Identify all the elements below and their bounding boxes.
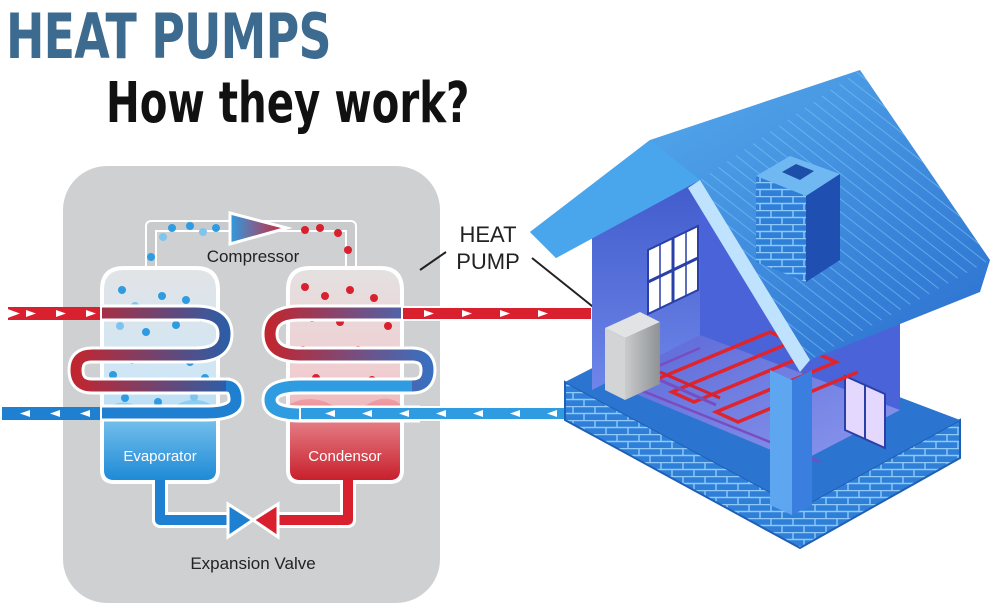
expansion-valve-icon <box>226 501 256 540</box>
supply-flow-arrows <box>424 310 548 317</box>
page-subtitle: How they work? <box>106 71 470 136</box>
heat-pump-label-line2: PUMP <box>456 249 520 274</box>
compressor-label: Compressor <box>207 247 300 266</box>
panel-callout-line <box>419 251 447 271</box>
condensor-return-coil <box>264 380 420 420</box>
evaporator-label: Evaporator <box>123 448 196 465</box>
liquid-line-cold <box>155 480 238 525</box>
inlet-flow-arrows <box>26 310 96 317</box>
return-flow-arrows <box>325 410 557 417</box>
page-title: HEAT PUMPS <box>6 0 332 73</box>
compressor-arrow-icon <box>228 211 293 246</box>
condensor-coil <box>264 307 434 392</box>
heat-pump-label-line1: HEAT <box>459 222 516 247</box>
evaporator-return-coil <box>102 380 242 419</box>
outlet-flow-arrows <box>20 410 90 417</box>
return-pipe-from-house <box>299 406 571 421</box>
expansion-valve-label: Expansion Valve <box>190 554 315 573</box>
house-illustration <box>530 70 990 550</box>
liquid-line-hot <box>266 480 353 525</box>
pipe-refrigerant-dots <box>147 222 352 261</box>
evaporator-coil <box>70 307 231 392</box>
condensor-label: Condensor <box>308 448 381 465</box>
